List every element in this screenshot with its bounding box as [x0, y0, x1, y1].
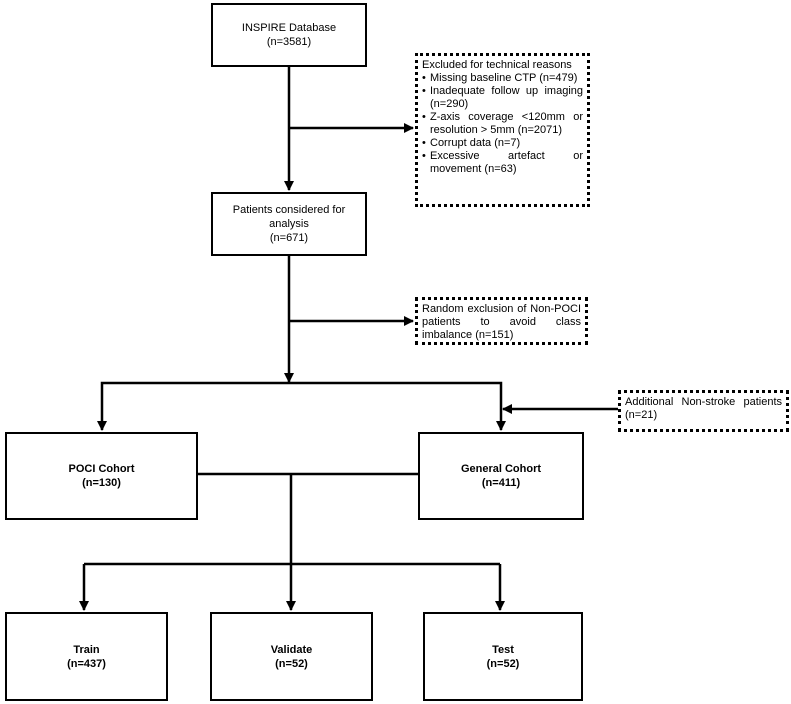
test-count: (n=52)	[486, 657, 520, 670]
validate-box: Validate (n=52)	[210, 612, 373, 701]
inspire-database-box: INSPIRE Database (n=3581)	[211, 3, 367, 67]
poci-count: (n=130)	[82, 477, 121, 489]
additional-patients-box: Additional Non-stroke patients (n=21)	[618, 390, 789, 432]
inspire-title: INSPIRE Database	[241, 22, 337, 34]
exclusion-item: Excessive artefact or movement (n=63)	[422, 150, 583, 176]
arrow-split-to-general	[289, 381, 506, 431]
additional-patients-text: Additional Non-stroke patients (n=21)	[625, 396, 782, 421]
arrow-split-to-poci	[97, 381, 289, 431]
exclusion-item: Z-axis coverage <120mm or resolution > 5…	[422, 111, 583, 137]
train-box: Train (n=437)	[5, 612, 168, 701]
general-cohort-box: General Cohort (n=411)	[418, 432, 584, 520]
exclusion-item: Missing baseline CTP (n=479)	[422, 72, 583, 85]
exclusion-item: Inadequate follow up imaging (n=290)	[422, 85, 583, 111]
considered-line2: analysis	[269, 218, 309, 230]
exclusion-item: Corrupt data (n=7)	[422, 137, 583, 150]
test-title: Test	[492, 643, 514, 656]
technical-exclusion-box: Excluded for technical reasons Missing b…	[415, 53, 590, 207]
validate-count: (n=52)	[275, 657, 308, 670]
considered-line1: Patients considered for	[232, 204, 346, 216]
technical-exclusion-heading: Excluded for technical reasons	[422, 59, 572, 71]
poci-cohort-box: POCI Cohort (n=130)	[5, 432, 198, 520]
technical-exclusion-list: Missing baseline CTP (n=479) Inadequate …	[422, 72, 583, 176]
validate-title: Validate	[270, 643, 313, 656]
considered-count: (n=671)	[269, 232, 309, 244]
test-box: Test (n=52)	[423, 612, 583, 701]
general-count: (n=411)	[481, 477, 521, 489]
considered-box: Patients considered for analysis (n=671)	[211, 192, 367, 256]
random-exclusion-box: Random exclusion of Non-POCI patients to…	[415, 297, 588, 345]
train-title: Train	[73, 643, 100, 656]
inspire-count: (n=3581)	[266, 36, 312, 48]
poci-title: POCI Cohort	[68, 463, 135, 475]
random-exclusion-text: Random exclusion of Non-POCI patients to…	[422, 303, 581, 341]
train-count: (n=437)	[67, 657, 106, 670]
general-title: General Cohort	[460, 463, 542, 475]
